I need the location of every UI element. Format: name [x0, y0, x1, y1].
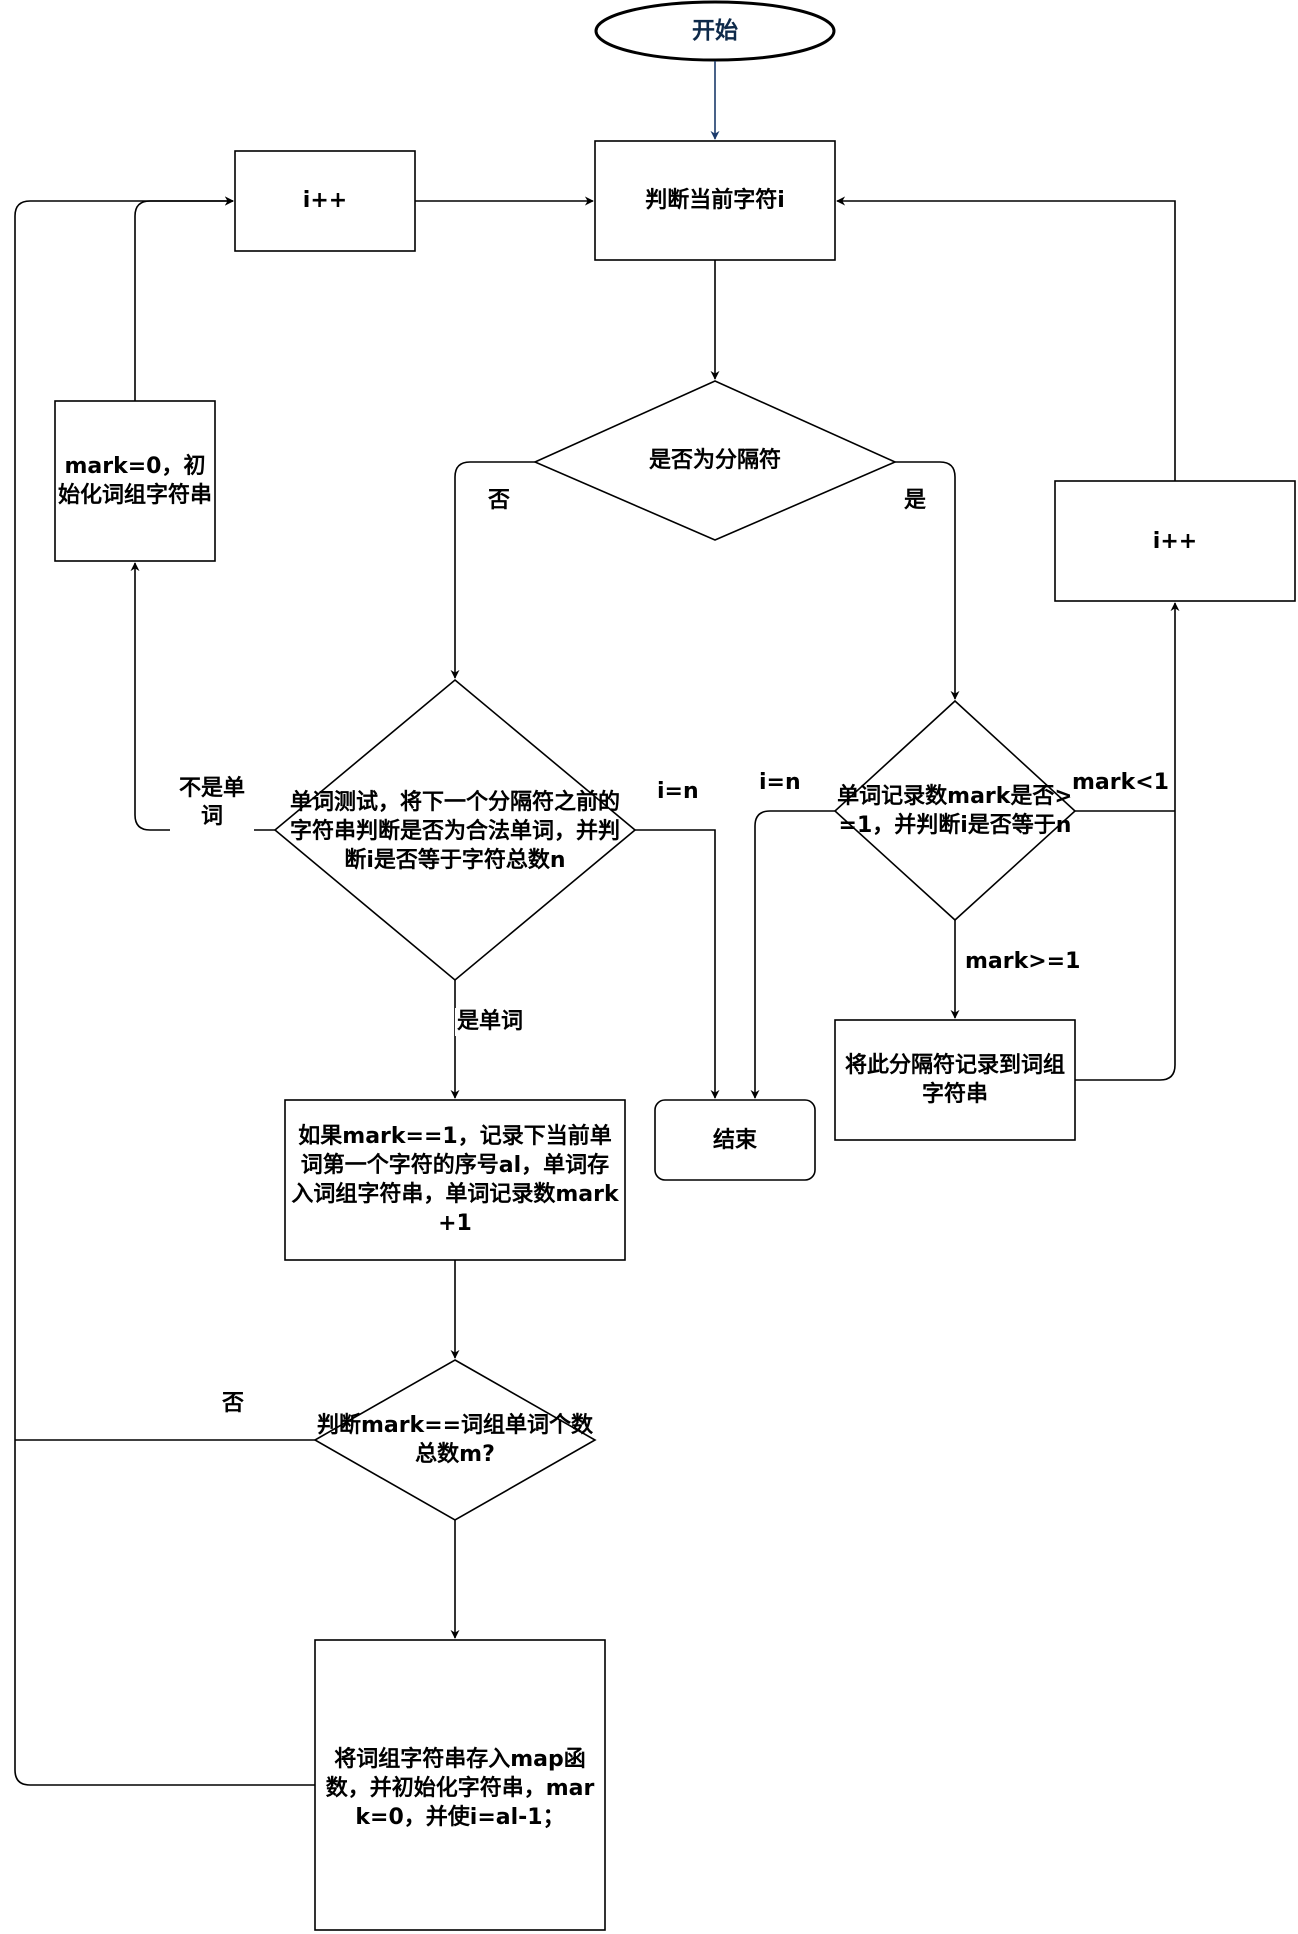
- inc-left-box: [234, 150, 416, 252]
- inc-right-box: [1054, 480, 1296, 602]
- edge-store-loop: [14, 196, 315, 1786]
- end-label: 结束: [712, 1127, 757, 1153]
- edge-mark-check-end: [750, 810, 835, 1099]
- inc-right-label: i++: [1152, 528, 1198, 554]
- reset-mark-label: mark=0，初始化词组字符串: [58, 454, 213, 508]
- store-map-box: [314, 1639, 606, 1931]
- record-sep-label: 将此分隔符记录到词组字符串: [844, 1053, 1065, 1107]
- edge-label-mark-lt-1: mark<1: [1070, 769, 1171, 797]
- edge-separator-yes: [895, 461, 960, 700]
- store-map-label: 将词组字符串存入map函数，并初始化字符串，mark=0，并使i=al-1；: [325, 1746, 595, 1830]
- edge-label-yes-separator: 是: [902, 487, 929, 515]
- start-label: 开始: [692, 17, 738, 44]
- edge-not-word: [130, 562, 275, 831]
- check-m-label: 判断mark==词组单词个数总数m?: [316, 1413, 594, 1467]
- inc-left-label: i++: [302, 187, 348, 213]
- is-separator-label: 是否为分隔符: [648, 447, 781, 473]
- is-separator-diamond: [533, 380, 897, 541]
- edge-label-is-word: 是单词: [455, 1008, 526, 1036]
- edge-record-sep-to-inc: [1075, 602, 1180, 1081]
- start-terminal: [594, 0, 836, 62]
- edge-reset-to-inc: [134, 196, 234, 401]
- word-test-label: 单词测试，将下一个分隔符之前的字符串判断是否为合法单词，并判断i是否等于字符总数…: [289, 789, 620, 873]
- edge-label-no-m: 否: [220, 1390, 247, 1418]
- end-terminal: [654, 1099, 816, 1181]
- edge-word-test-end: [635, 829, 720, 1099]
- edge-inc-right-to-judge: [836, 196, 1176, 481]
- edge-label-not-word: 不是单词: [170, 775, 254, 831]
- edge-label-no-separator: 否: [486, 487, 513, 515]
- judge-char-box: [594, 140, 836, 261]
- edge-separator-no: [450, 461, 535, 679]
- mark-check-label: 单词记录数mark是否>=1，并判断i是否等于n: [837, 784, 1073, 838]
- record-word-box: [284, 1099, 626, 1261]
- judge-char-label: 判断当前字符i: [645, 187, 785, 213]
- edge-label-mark-ge-1: mark>=1: [963, 948, 1083, 976]
- edge-label-i-eq-n-right: i=n: [757, 769, 803, 797]
- edge-label-i-eq-n-left: i=n: [655, 778, 701, 806]
- record-word-label: 如果mark==1，记录下当前单词第一个字符的序号al，单词存入词组字符串，单词…: [291, 1124, 619, 1236]
